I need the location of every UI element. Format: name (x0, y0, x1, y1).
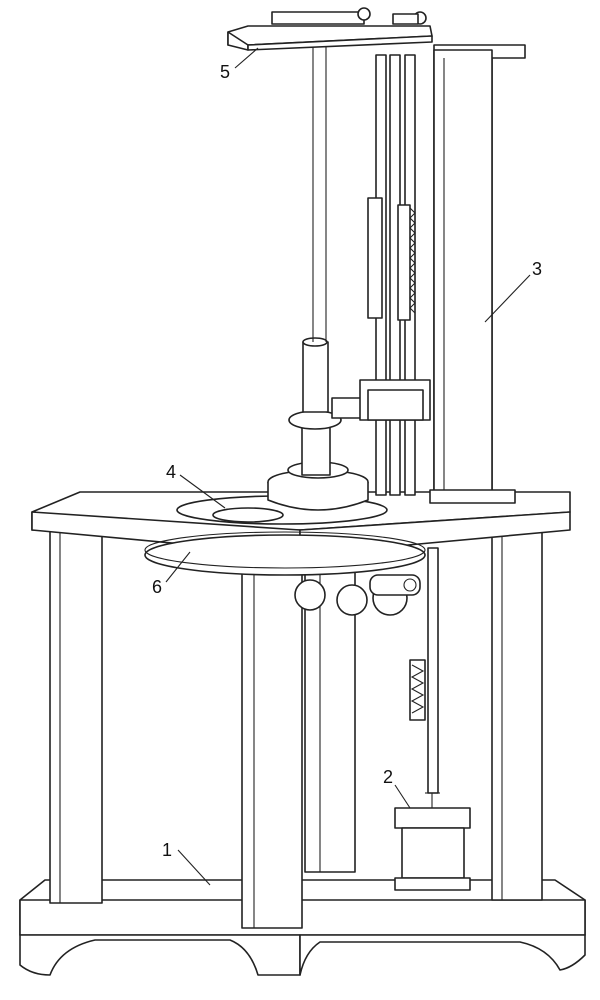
vertical-column (429, 44, 526, 504)
guide-rails (359, 54, 431, 496)
gear-train (294, 574, 421, 616)
callout-2: 2 (383, 767, 393, 787)
leader-lines (165, 47, 531, 886)
callout-5: 5 (220, 62, 230, 82)
callout-4: 4 (166, 462, 176, 482)
upper-disc (176, 461, 388, 525)
legs (49, 524, 543, 929)
callout-6: 6 (152, 577, 162, 597)
lower-disc (144, 531, 426, 576)
cylinder (394, 792, 471, 891)
callout-1: 1 (162, 840, 172, 860)
callout-3: 3 (532, 259, 542, 279)
top-plate (227, 7, 433, 51)
